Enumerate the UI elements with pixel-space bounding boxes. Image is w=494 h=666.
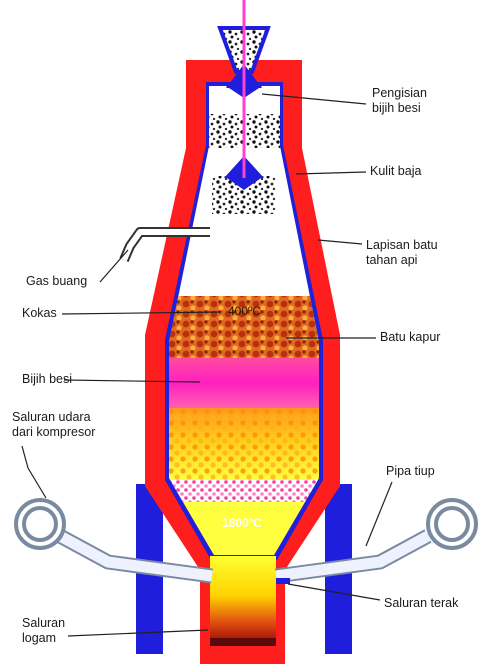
hearth-rim: [210, 638, 276, 646]
label-bijih-besi: Bijih besi: [22, 372, 72, 387]
temperature-top: 400ºC: [228, 304, 261, 318]
label-batu-kapur: Batu kapur: [380, 330, 440, 345]
ore-layer: [150, 358, 340, 408]
label-gas-buang: Gas buang: [26, 274, 87, 289]
label-kulit-baja: Kulit baja: [370, 164, 421, 179]
temperature-bottom: 1800ºC: [222, 516, 262, 530]
slag-tap: [276, 578, 290, 584]
hearth-well: [210, 556, 276, 644]
label-saluran-udara: Saluran udara dari kompresor: [12, 410, 95, 440]
label-kokas: Kokas: [22, 306, 57, 321]
label-saluran-terak: Saluran terak: [384, 596, 458, 611]
label-saluran-logam: Saluran logam: [22, 616, 65, 646]
label-lapisan: Lapisan batu tahan api: [366, 238, 438, 268]
label-pipa-tiup: Pipa tiup: [386, 464, 435, 479]
label-pengisian: Pengisian bijih besi: [372, 86, 427, 116]
